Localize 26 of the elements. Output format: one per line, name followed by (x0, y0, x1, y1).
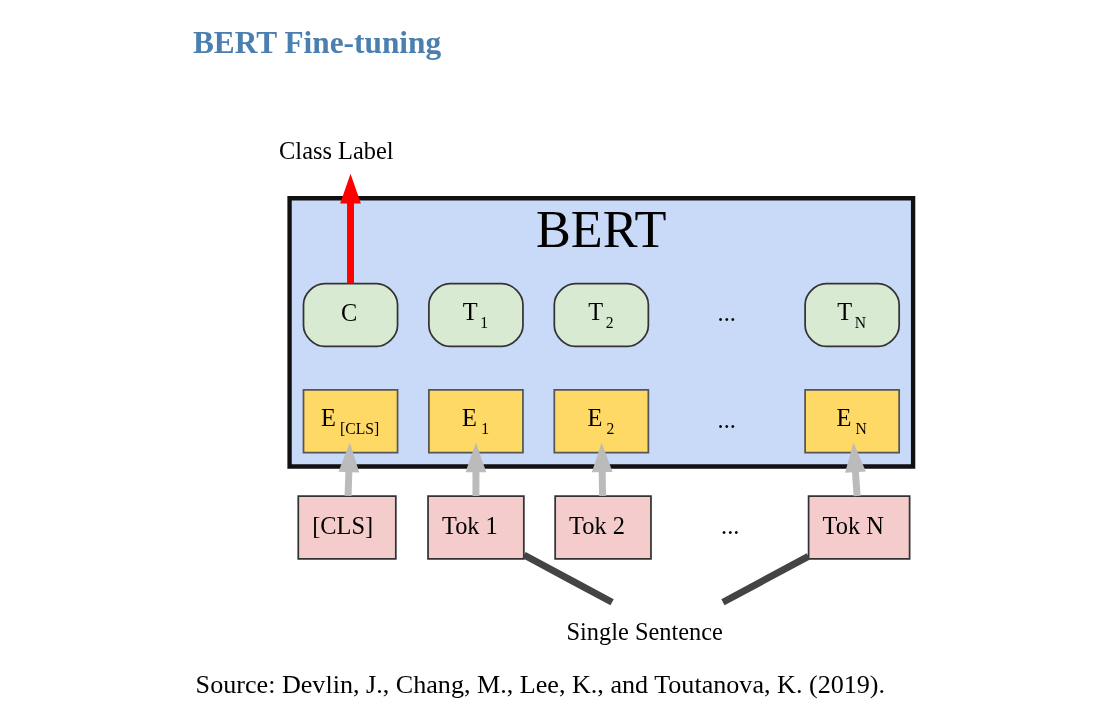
label: ... (717, 405, 736, 433)
node-box: E$_{1}$ (428, 389, 524, 454)
node-box: [CLS] (297, 495, 397, 560)
arrow (340, 173, 361, 284)
node-box: T$_{N}$ (804, 282, 901, 348)
arrow (338, 442, 360, 497)
node-text: Single Sentence (566, 618, 723, 646)
connector (522, 551, 614, 606)
label: ... (717, 299, 736, 327)
node-box: Tok 1 (427, 495, 525, 560)
node-box: Tok N (807, 495, 911, 560)
caption: Source: Devlin, J., Chang, M., Lee, K., and Toutanova, K. (2019). (195, 669, 886, 699)
node-box: Tok 2 (554, 495, 652, 560)
node-box: T$_{1}$ (428, 282, 524, 348)
node-text: Class Label (279, 137, 394, 165)
node-box: T$_{2}$ (553, 282, 650, 348)
node-box: E$_{[CLS]}$ (302, 389, 399, 454)
node-box: E$_{2}$ (553, 389, 650, 454)
diagram-title: BERT Fine-tuning (192, 24, 442, 60)
arrow (591, 442, 613, 497)
arrow (465, 442, 487, 496)
connector (721, 553, 811, 606)
node-box: C (302, 282, 399, 348)
node-box: E$_{N}$ (804, 389, 901, 454)
arrow (845, 442, 866, 497)
label: ... (721, 511, 740, 539)
